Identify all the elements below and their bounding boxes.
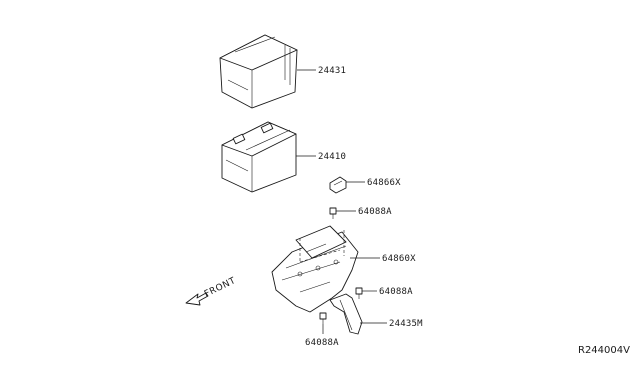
battery-tray[interactable] [271,225,359,313]
bolt-bottom[interactable] [319,312,327,324]
diagram-id: R244004V [578,345,630,356]
part-label-24410[interactable]: 24410 [318,152,346,162]
bolt-right[interactable] [355,287,363,299]
part-label-64088a-top[interactable]: 64088A [358,207,392,217]
battery[interactable] [221,121,297,193]
tray-bracket[interactable] [329,293,363,335]
part-label-64088a-bottom[interactable]: 64088A [305,338,339,348]
part-label-24435m[interactable]: 24435M [389,319,423,329]
part-label-64866x[interactable]: 64866X [367,178,401,188]
part-label-64860x[interactable]: 64860X [382,254,416,264]
front-arrow-icon [185,292,209,306]
part-label-24431[interactable]: 24431 [318,66,346,76]
hold-down-bracket[interactable] [329,176,347,194]
front-direction-indicator: FRONT [185,276,238,306]
bolt-top[interactable] [329,207,337,219]
front-label: FRONT [203,276,238,300]
part-label-64088a-right[interactable]: 64088A [379,287,413,297]
battery-cover[interactable] [219,34,298,109]
